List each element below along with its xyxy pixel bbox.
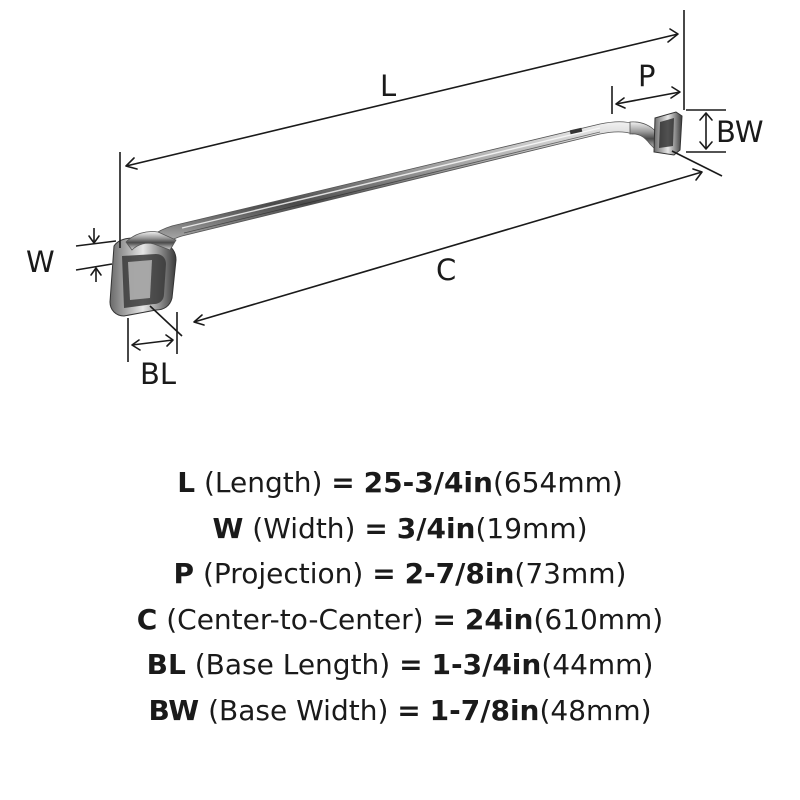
- spec-base-width: BW (Base Width) = 1-7/8in(48mm): [0, 688, 800, 734]
- spec-metric: (44mm): [541, 648, 654, 681]
- spec-code: W: [212, 511, 244, 545]
- spec-metric: (73mm): [514, 557, 627, 590]
- spec-value: 1-3/4in: [431, 648, 542, 681]
- spec-metric: (19mm): [475, 511, 588, 545]
- spec-value: 25-3/4in: [363, 466, 493, 499]
- label-L: L: [380, 69, 396, 103]
- spec-projection: P (Projection) = 2-7/8in(73mm): [0, 551, 800, 597]
- spec-name: (Center-to-Center): [166, 602, 424, 636]
- spec-code: BL: [146, 648, 186, 681]
- spec-base-length: BL (Base Length) = 1-3/4in(44mm): [0, 642, 800, 688]
- spec-value: 3/4in: [396, 511, 476, 545]
- spec-name: (Width): [252, 511, 356, 545]
- spec-width: W (Width) = 3/4in(19mm): [0, 506, 800, 552]
- spec-metric: (610mm): [533, 602, 664, 636]
- label-W: W: [26, 245, 55, 279]
- spec-metric: (48mm): [539, 693, 652, 727]
- spec-name: (Base Width): [208, 693, 389, 727]
- label-C: C: [436, 253, 456, 287]
- dimension-L: L: [119, 10, 685, 248]
- spec-equals: =: [364, 511, 388, 545]
- dimension-BW: BW: [686, 109, 764, 153]
- dimension-C: C: [149, 150, 723, 337]
- spec-code: BW: [148, 693, 200, 727]
- spec-name: (Projection): [202, 557, 364, 590]
- spec-equals: =: [372, 557, 396, 590]
- spec-name: (Base Length): [194, 648, 391, 681]
- label-BW: BW: [716, 115, 764, 149]
- spec-code: C: [136, 602, 158, 636]
- dimension-BL: BL: [127, 312, 178, 391]
- spec-equals: =: [432, 602, 456, 636]
- left-post: [125, 231, 177, 251]
- spec-equals: =: [331, 466, 355, 499]
- towel-bar-dimension-diagram: L P BW W C: [26, 10, 764, 391]
- specifications-list: L (Length) = 25-3/4in(654mm) W (Width) =…: [0, 460, 800, 733]
- spec-equals: =: [397, 693, 421, 727]
- label-BL: BL: [140, 357, 176, 391]
- spec-value: 1-7/8in: [429, 693, 540, 727]
- spec-code: P: [173, 557, 195, 590]
- label-P: P: [638, 59, 656, 93]
- spec-name: (Length): [203, 466, 323, 499]
- spec-metric: (654mm): [492, 466, 623, 499]
- towel-bar-product: [109, 111, 683, 317]
- spec-length: L (Length) = 25-3/4in(654mm): [0, 460, 800, 506]
- spec-equals: =: [399, 648, 423, 681]
- dimension-W: W: [26, 228, 117, 282]
- spec-code: L: [177, 466, 196, 499]
- spec-center-to-center: C (Center-to-Center) = 24in(610mm): [0, 597, 800, 643]
- spec-value: 24in: [464, 602, 534, 636]
- spec-value: 2-7/8in: [404, 557, 515, 590]
- towel-bar-rod: [139, 121, 636, 259]
- dimension-P: P: [611, 59, 681, 114]
